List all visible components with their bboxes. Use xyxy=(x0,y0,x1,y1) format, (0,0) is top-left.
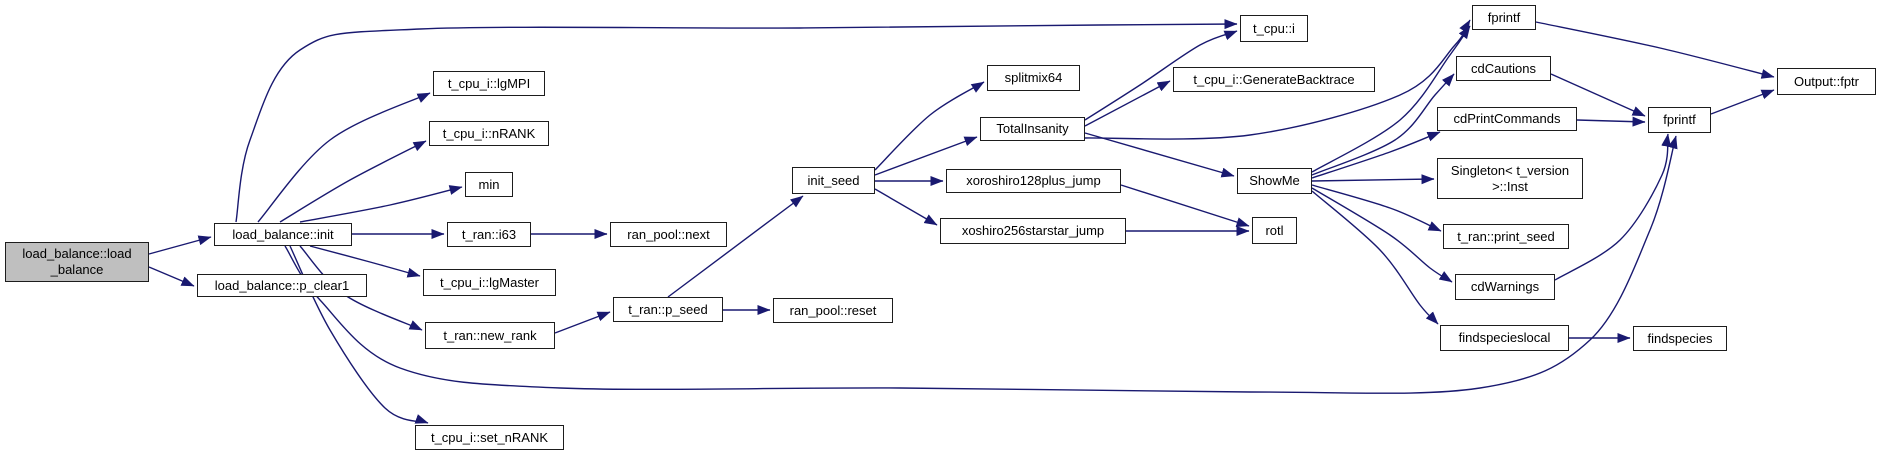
node-init-seed[interactable]: init_seed xyxy=(792,167,875,194)
node-t-cpu-i-lgmpi[interactable]: t_cpu_i::lgMPI xyxy=(433,71,545,96)
node-label-singleton-t-version-inst: Singleton< t_version >::Inst xyxy=(1450,162,1570,194)
node-label-t-ran-print-seed: t_ran::print_seed xyxy=(1457,228,1555,244)
node-output-fptr[interactable]: Output::fptr xyxy=(1777,68,1876,95)
node-fprintf-1[interactable]: fprintf xyxy=(1472,5,1536,30)
edge-showme--cdprintcommands xyxy=(1311,131,1441,179)
edge-cdcautions--fprintf-2 xyxy=(1550,73,1646,117)
edge-cdwarnings--fprintf-2 xyxy=(1554,133,1672,281)
node-t-ran-p-seed[interactable]: t_ran::p_seed xyxy=(613,297,723,322)
edge-totalinsanity--showme xyxy=(1084,132,1235,178)
node-label-rotl: rotl xyxy=(1265,222,1284,238)
node-t-cpu-i-generatebacktrace[interactable]: t_cpu_i::GenerateBacktrace xyxy=(1173,67,1375,92)
node-showme[interactable]: ShowMe xyxy=(1237,168,1312,194)
node-label-ran-pool-reset: ran_pool::reset xyxy=(789,302,877,318)
edge-showme--t-ran-print-seed xyxy=(1311,184,1442,232)
node-label-init-seed: init_seed xyxy=(807,172,860,188)
node-label-ran-pool-next: ran_pool::next xyxy=(627,226,710,242)
node-label-t-ran-i63: t_ran::i63 xyxy=(461,226,517,242)
edge-load-balance-init--t-cpu-i-lgmaster xyxy=(309,245,421,278)
edge-showme--fprintf-1 xyxy=(1311,25,1471,173)
edge-load-balance-init--min xyxy=(299,185,463,223)
node-splitmix64[interactable]: splitmix64 xyxy=(987,65,1080,91)
edge-load-balance-init--t-cpu-i xyxy=(235,19,1238,223)
node-label-findspecies: findspecies xyxy=(1647,330,1713,346)
node-label-load-balance-p-clear1: load_balance::p_clear1 xyxy=(214,277,350,293)
node-label-t-ran-new-rank: t_ran::new_rank xyxy=(443,327,537,343)
node-label-load-balance-init: load_balance::init xyxy=(232,226,334,242)
node-label-xoroshiro128plus-jump: xoroshiro128plus_jump xyxy=(966,173,1101,189)
node-label-output-fptr: Output::fptr xyxy=(1793,73,1860,89)
edge-init-seed--splitmix64 xyxy=(874,81,985,171)
edge-totalinsanity--t-cpu-i xyxy=(1084,30,1238,121)
edge-showme--findspecieslocal xyxy=(1311,190,1439,325)
edge-t-ran-new-rank--t-ran-p-seed xyxy=(554,311,611,334)
edge-totalinsanity--t-cpu-i-generatebacktrace xyxy=(1084,80,1171,127)
edge-load-balance-init--t-cpu-i-lgmpi xyxy=(257,92,431,223)
edge-init-seed--xoshiro256starstar-jump xyxy=(874,188,938,226)
node-label-t-cpu-i: t_cpu::i xyxy=(1253,20,1295,36)
node-findspecies[interactable]: findspecies xyxy=(1633,326,1727,351)
edge-t-ran-p-seed--init-seed xyxy=(667,195,804,298)
node-label-t-cpu-i-lgmpi: t_cpu_i::lgMPI xyxy=(447,75,531,91)
node-ran-pool-reset[interactable]: ran_pool::reset xyxy=(773,298,893,323)
node-t-ran-i63[interactable]: t_ran::i63 xyxy=(447,222,531,247)
edge-fprintf-1--output-fptr xyxy=(1535,21,1775,79)
node-xoshiro256starstar-jump[interactable]: xoshiro256starstar_jump xyxy=(940,218,1126,244)
node-load-balance-load-balance[interactable]: load_balance::load _balance xyxy=(5,242,149,282)
node-t-cpu-i-nrank[interactable]: t_cpu_i::nRANK xyxy=(429,121,549,146)
node-ran-pool-next[interactable]: ran_pool::next xyxy=(610,222,727,247)
node-label-load-balance-load-balance: load_balance::load _balance xyxy=(22,246,132,277)
node-label-t-cpu-i-generatebacktrace: t_cpu_i::GenerateBacktrace xyxy=(1193,71,1355,87)
node-load-balance-p-clear1[interactable]: load_balance::p_clear1 xyxy=(197,274,367,297)
edge-load-balance-load-balance--load-balance-init xyxy=(148,235,212,255)
node-fprintf-2[interactable]: fprintf xyxy=(1648,107,1711,133)
node-label-findspecieslocal: findspecieslocal xyxy=(1458,330,1551,346)
node-label-fprintf-2: fprintf xyxy=(1663,112,1696,128)
edge-showme--cdwarnings xyxy=(1311,187,1453,283)
node-label-cdprintcommands: cdPrintCommands xyxy=(1453,111,1561,127)
node-label-t-cpu-i-nrank: t_cpu_i::nRANK xyxy=(442,125,536,141)
edge-cdprintcommands--fprintf-2 xyxy=(1576,116,1646,127)
edge-showme--singleton-t-version-inst xyxy=(1311,174,1435,185)
edge-fprintf-2--output-fptr xyxy=(1710,89,1775,115)
node-totalinsanity[interactable]: TotalInsanity xyxy=(980,117,1085,141)
node-label-min: min xyxy=(478,176,500,192)
node-t-cpu-i-lgmaster[interactable]: t_cpu_i::lgMaster xyxy=(423,269,556,296)
edge-load-balance-init--fprintf-2 xyxy=(284,135,1678,394)
node-label-splitmix64: splitmix64 xyxy=(1004,70,1063,86)
edge-init-seed--totalinsanity xyxy=(874,136,978,176)
node-cdcautions[interactable]: cdCautions xyxy=(1456,56,1551,81)
node-label-cdwarnings: cdWarnings xyxy=(1470,279,1540,295)
edge-showme--cdcautions xyxy=(1311,73,1455,176)
node-label-xoshiro256starstar-jump: xoshiro256starstar_jump xyxy=(961,223,1105,239)
node-label-t-ran-p-seed: t_ran::p_seed xyxy=(628,301,708,317)
edge-load-balance-init--t-cpu-i-nrank xyxy=(279,140,427,223)
node-label-totalinsanity: TotalInsanity xyxy=(996,121,1069,137)
node-xoroshiro128plus-jump[interactable]: xoroshiro128plus_jump xyxy=(946,169,1121,193)
node-load-balance-init[interactable]: load_balance::init xyxy=(214,223,352,246)
node-findspecieslocal[interactable]: findspecieslocal xyxy=(1440,325,1569,351)
node-t-cpu-i[interactable]: t_cpu::i xyxy=(1240,15,1308,42)
node-label-t-cpu-i-lgmaster: t_cpu_i::lgMaster xyxy=(440,274,539,290)
node-rotl[interactable]: rotl xyxy=(1252,217,1297,244)
node-label-fprintf-1: fprintf xyxy=(1487,9,1521,25)
edge-xoroshiro128plus-jump--rotl xyxy=(1120,184,1250,227)
edge-load-balance-load-balance--load-balance-p-clear1 xyxy=(148,266,195,287)
node-t-ran-new-rank[interactable]: t_ran::new_rank xyxy=(425,322,555,349)
node-singleton-t-version-inst[interactable]: Singleton< t_version >::Inst xyxy=(1437,158,1583,199)
node-label-showme: ShowMe xyxy=(1249,173,1300,189)
node-label-t-cpu-i-set-nrank: t_cpu_i::set_nRANK xyxy=(430,429,549,445)
node-cdprintcommands[interactable]: cdPrintCommands xyxy=(1437,107,1577,131)
edge-totalinsanity--fprintf-1 xyxy=(1084,19,1471,140)
node-label-cdcautions: cdCautions xyxy=(1470,60,1537,76)
node-t-ran-print-seed[interactable]: t_ran::print_seed xyxy=(1443,224,1569,249)
node-t-cpu-i-set-nrank[interactable]: t_cpu_i::set_nRANK xyxy=(415,425,564,450)
node-cdwarnings[interactable]: cdWarnings xyxy=(1455,274,1555,300)
node-min[interactable]: min xyxy=(465,172,513,197)
